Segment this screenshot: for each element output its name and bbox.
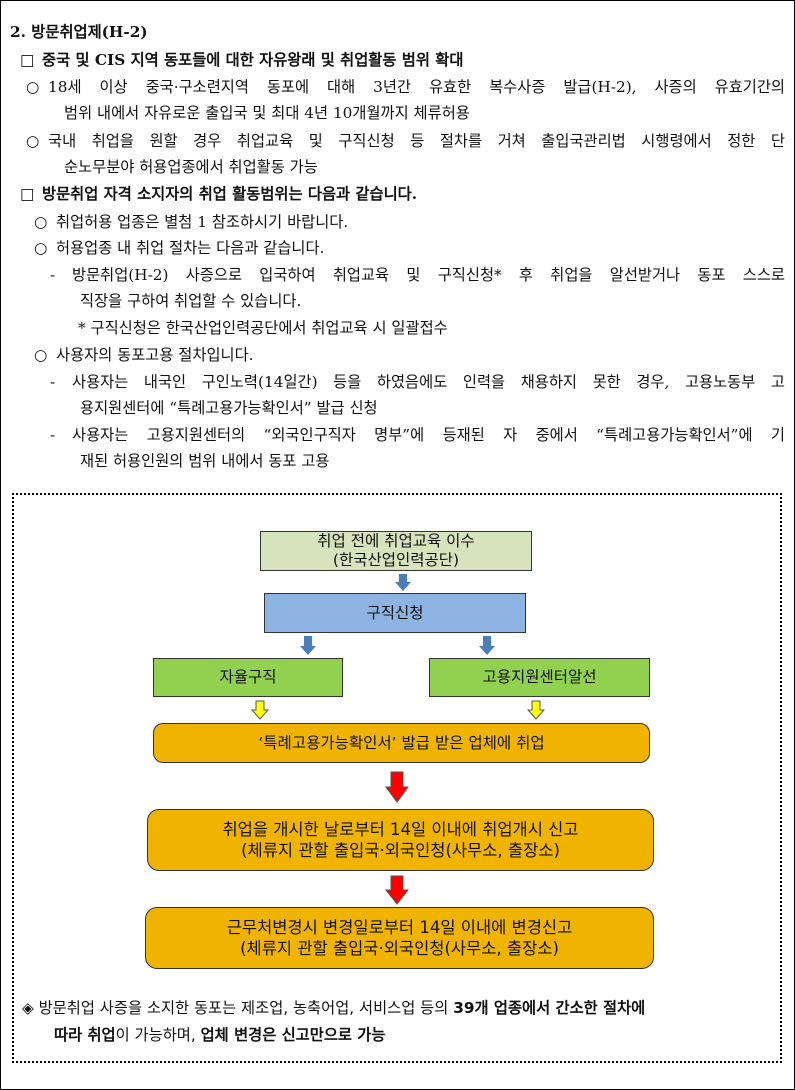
flow-step-education: 취업 전에 취업교육 이수 (한국산업인력공단): [260, 531, 532, 571]
footnote: * 구직신청은 한국산업인력공단에서 취업교육 시 일괄접수: [78, 319, 448, 337]
circle-bullet-icon: ○: [26, 78, 40, 96]
sub-item-3-line-1: -사용자는 고용지원센터의 “외국인구직자 명부”에 등재된 자 중에서 “특례…: [50, 426, 785, 444]
item-1: ○취업허용 업종은 별첨 1 참조하시기 바랍니다.: [34, 213, 349, 231]
arrow-down-icon: [385, 771, 409, 803]
dash-bullet-icon: -: [50, 373, 56, 391]
flow-step-job-application: 구직신청: [264, 593, 526, 633]
circle-bullet-icon: ○: [34, 346, 48, 364]
paragraph-2-line-2: 순노무분야 허용업종에서 취업활동 가능: [64, 158, 318, 176]
item-3: ○사용자의 동포고용 절차입니다.: [34, 346, 254, 364]
paragraph-2-line-1: ○국내 취업을 원할 경우 취업교육 및 구직신청 등 절차를 거쳐 출입국관리…: [26, 132, 785, 150]
summary-note: ◈ 방문취업 사증을 소지한 동포는 제조업, 농축어업, 서비스업 등의 39…: [22, 999, 646, 1044]
item-2: ○허용업종 내 취업 절차는 다음과 같습니다.: [34, 239, 325, 257]
sub-item-3-line-2: 재된 허용인원의 범위 내에서 동포 고용: [80, 452, 330, 470]
arrow-down-icon: [385, 875, 409, 905]
circle-bullet-icon: ○: [34, 239, 48, 257]
circle-bullet-icon: ○: [26, 132, 40, 150]
flow-step-employment: ‘특례고용가능확인서’ 발급 받은 업체에 취업: [153, 723, 650, 763]
heading-2: □방문취업 자격 소지자의 취업 활동범위는 다음과 같습니다.: [20, 185, 418, 203]
arrow-down-icon: [479, 636, 495, 655]
sub-item-2-line-2: 용지원센터에 “특례고용가능확인서” 발급 신청: [80, 399, 378, 417]
paragraph-1-line-2: 범위 내에서 자유로운 출입국 및 최대 4년 10개월까지 체류허용: [64, 104, 470, 122]
dash-bullet-icon: -: [50, 426, 56, 444]
dash-bullet-icon: -: [50, 266, 56, 284]
paragraph-1-line-1: ○18세 이상 중국·구소련지역 동포에 대해 3년간 유효한 복수사증 발급(…: [26, 78, 785, 96]
square-bullet-icon: □: [20, 185, 35, 203]
flow-step-center-referral: 고용지원센터알선: [429, 658, 650, 697]
sub-item-1-line-1: -방문취업(H-2) 사증으로 입국하여 취업교육 및 구직신청* 후 취업을 …: [50, 266, 785, 284]
arrow-down-icon: [300, 636, 316, 655]
heading-1: □중국 및 CIS 지역 동포들에 대한 자유왕래 및 취업활동 범위 확대: [20, 51, 464, 69]
arrow-down-icon: [527, 700, 545, 720]
process-flowchart: 취업 전에 취업교육 이수 (한국산업인력공단) 구직신청 자율구직 고용지원센…: [12, 493, 782, 1063]
square-bullet-icon: □: [20, 51, 35, 69]
sub-item-2-line-1: -사용자는 내국인 구인노력(14일간) 등을 하였음에도 인력을 채용하지 못…: [50, 373, 785, 391]
flow-step-report-start: 취업을 개시한 날로부터 14일 이내에 취업개시 신고 (체류지 관할 출입국…: [147, 809, 654, 871]
arrow-down-icon: [395, 574, 411, 591]
circle-bullet-icon: ○: [34, 213, 48, 231]
flow-step-self-job-search: 자율구직: [153, 658, 343, 697]
flow-step-report-change: 근무처변경시 변경일로부터 14일 이내에 변경신고 (체류지 관할 출입국·외…: [145, 907, 654, 969]
section-title: 2. 방문취업제(H-2): [10, 23, 148, 41]
arrow-down-icon: [251, 700, 269, 720]
sub-item-1-line-2: 직장을 구하여 취업할 수 있습니다.: [80, 292, 302, 310]
diamond-bullet-icon: ◈: [22, 999, 34, 1017]
